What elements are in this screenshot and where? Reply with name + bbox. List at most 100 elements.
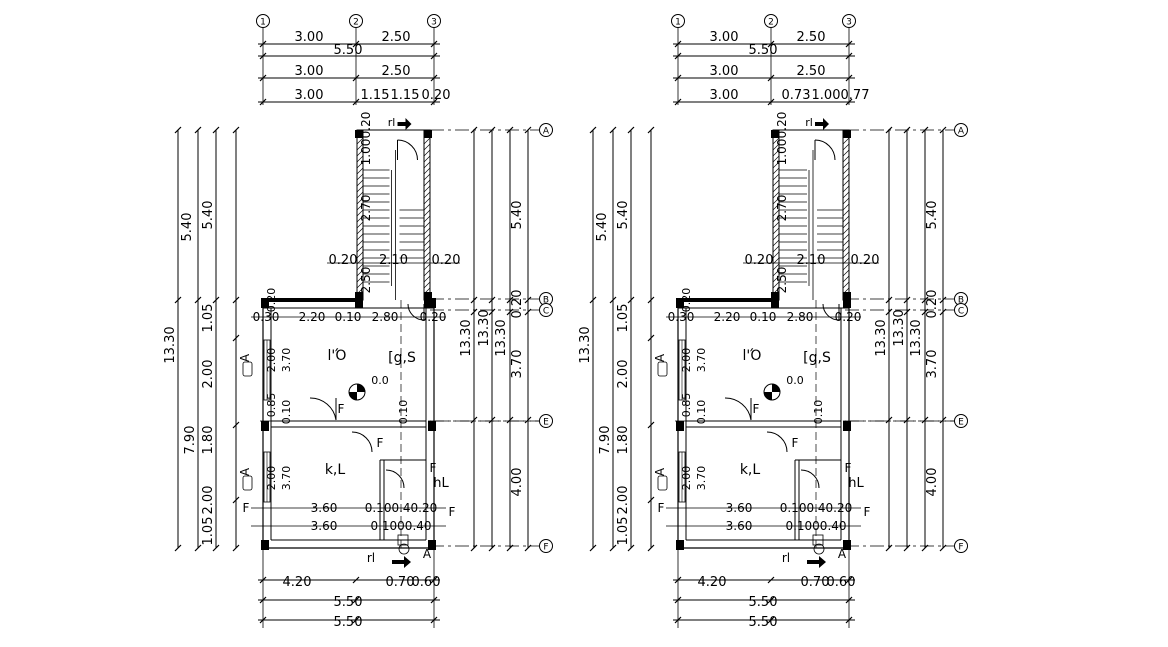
grid-bubble-top-1-label: 1	[675, 18, 681, 28]
dim-tick	[627, 126, 635, 134]
right-dim-4-00: 4.00	[510, 468, 525, 497]
grid-bubble-right-C-label: C	[543, 307, 549, 317]
dim-tick	[921, 416, 929, 424]
tag-F-kitchen: F	[377, 436, 384, 450]
section-tag-top: rl	[805, 116, 813, 129]
wall-hatch	[423, 269, 431, 277]
inner-dim-2-00-v: 2.00	[680, 348, 693, 373]
tag-A-1: A	[653, 353, 667, 362]
wall-hatch	[772, 143, 780, 151]
stair-dim-2-10: 2.10	[379, 253, 408, 268]
wall-hatch	[842, 191, 850, 199]
inner-dim-3-70-v2: 3.70	[280, 466, 293, 491]
stair-dim-1-00: 1.00	[775, 139, 789, 166]
dim-tick	[647, 496, 655, 504]
column	[261, 298, 269, 308]
left-dim-chain-2: 2.00	[616, 360, 631, 389]
wall-hatch	[772, 275, 780, 283]
bottom-dim-5-50-a: 5.50	[334, 595, 363, 610]
dim-tick	[430, 52, 438, 60]
dim-tick	[194, 126, 202, 134]
wall-hatch	[356, 143, 364, 151]
wall-hatch	[423, 137, 431, 145]
dim-tick	[674, 98, 682, 106]
window-symbol	[657, 475, 668, 491]
dim-tick	[647, 334, 655, 342]
top-dim-row3-1: 1.15	[361, 88, 390, 103]
stair-dim-0-20-l: 0.20	[745, 253, 774, 268]
grid-bubble-right-E-label: E	[543, 418, 549, 428]
dim-tick	[174, 544, 182, 552]
top-dim-row1-b: 2.50	[382, 30, 411, 45]
tag-A-bottom: A	[838, 547, 847, 561]
tag-F-right: F	[864, 505, 871, 519]
dim-tick	[174, 126, 182, 134]
inner-dim-0-20-v: 0.20	[680, 288, 693, 313]
dim-tick	[767, 40, 775, 48]
section-arrow-bottom	[807, 556, 826, 568]
room-label-guest: [g,S	[388, 350, 416, 366]
dim-tick	[352, 74, 360, 82]
wall-hatch	[356, 233, 364, 241]
wall-hatch	[772, 269, 780, 277]
inner-dim-2-00-v2: 2.00	[680, 466, 693, 491]
wall-hatch	[772, 191, 780, 199]
grid-bubble-right-C-label: C	[958, 307, 964, 317]
door-arc-living	[724, 397, 752, 421]
dim-tick	[232, 421, 240, 429]
stair-dim-0-20-r: 0.20	[851, 253, 880, 268]
window-symbol	[242, 475, 253, 491]
level-marker-fill	[357, 384, 365, 392]
fixture-sink	[397, 534, 409, 546]
inner-dim-3-70-v: 3.70	[695, 348, 708, 373]
right-dim-5-40: 5.40	[510, 201, 525, 230]
dim-tick	[767, 596, 775, 604]
stair-dim-1-00: 1.00	[359, 139, 373, 166]
wall-hatch	[772, 173, 780, 181]
top-dim-row3-3: 0.77	[841, 88, 870, 103]
bottom-dim-4-20: 4.20	[698, 575, 727, 590]
wall-hatch	[423, 209, 431, 217]
left-dim-chain-2: 2.00	[201, 360, 216, 389]
tag-F-kitchen: F	[792, 436, 799, 450]
left-dim-chain-3: 1.80	[201, 426, 216, 455]
dim-tick	[352, 596, 360, 604]
dim-tick	[647, 126, 655, 134]
top-dim-row3-0: 3.00	[710, 88, 739, 103]
stair-dim-0-20-l: 0.20	[329, 253, 358, 268]
level-marker-fill	[349, 392, 357, 400]
dim-tick	[845, 98, 853, 106]
wall-hatch	[772, 185, 780, 193]
inner-dim-bath-b: 0.1000.40	[370, 519, 431, 533]
wall-hatch	[772, 221, 780, 229]
top-dim-row2-b: 2.50	[797, 64, 826, 79]
tag-F-bath: F	[845, 461, 852, 475]
bottom-dim-5-50-b: 5.50	[334, 615, 363, 630]
dim-tick	[259, 52, 267, 60]
dim-tick	[194, 544, 202, 552]
wall-hatch	[356, 221, 364, 229]
grid-bubble-right-A-label: A	[958, 127, 965, 137]
stair-dim-2-70: 2.70	[775, 195, 789, 222]
stair-door-arc	[397, 139, 418, 161]
grid-bubble-right-F-label: F	[958, 543, 963, 553]
wall-hatch	[423, 167, 431, 175]
column	[424, 292, 432, 300]
column	[676, 298, 684, 308]
grid-bubble-right-F-label: F	[543, 543, 548, 553]
inner-dim-2-00-v2: 2.00	[265, 466, 278, 491]
wall-hatch	[423, 233, 431, 241]
dim-tick	[903, 296, 911, 304]
right-dim-0-20: 0.20	[925, 290, 940, 319]
dim-tick	[524, 126, 532, 134]
tag-F-left: F	[243, 501, 250, 515]
column	[676, 421, 684, 431]
wall-hatch	[423, 251, 431, 259]
dim-tick	[232, 496, 240, 504]
column	[843, 130, 851, 138]
dim-tick	[609, 544, 617, 552]
wall-hatch	[423, 149, 431, 157]
wall-hatch	[423, 221, 431, 229]
right-dim-3-70: 3.70	[925, 350, 940, 379]
fixture-wc	[813, 543, 825, 555]
